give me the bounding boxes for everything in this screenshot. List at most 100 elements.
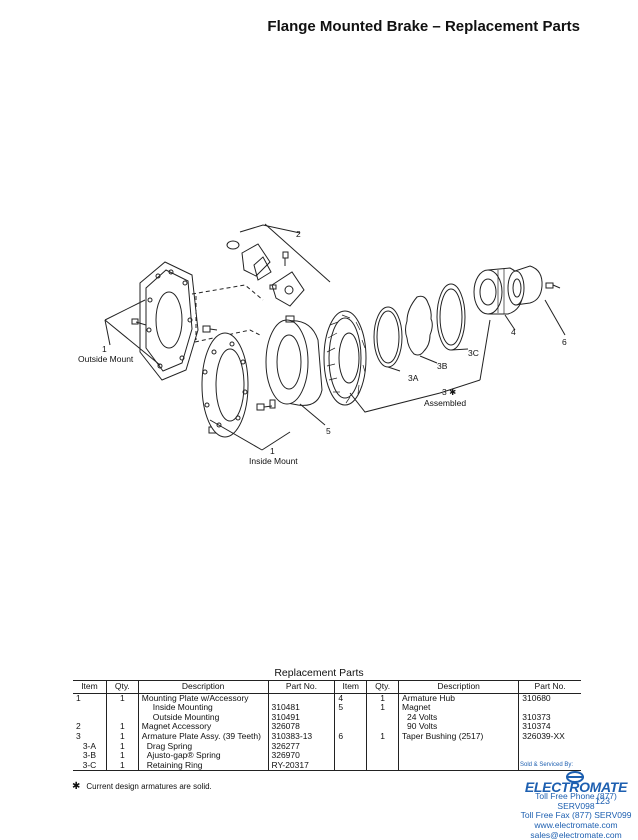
footnote-text: Current design armatures are solid.: [86, 782, 212, 791]
callout-6: 6: [562, 337, 567, 347]
cell-qty: 1: [105, 731, 139, 742]
cell-part: RY-20317: [267, 760, 335, 772]
fax-text: Toll Free Fax (877) SERV099: [520, 810, 632, 821]
cell-item: 3: [76, 730, 81, 741]
cell-part: 326039-XX: [518, 731, 581, 742]
cell-part: 310373: [518, 712, 581, 723]
cell-desc: Inside Mounting: [137, 703, 268, 713]
cell-part: 310491: [267, 712, 335, 723]
cell-desc: Taper Bushing (2517): [398, 731, 519, 742]
callout-1-outside-label: Outside Mount: [78, 354, 134, 364]
callout-3a: 3A: [408, 373, 419, 383]
callout-1-inside-num: 1: [270, 446, 275, 456]
cell-item: [334, 760, 367, 772]
header-qty: Qty.: [105, 680, 139, 694]
cell-desc: 24 Volts: [398, 712, 519, 723]
header-part-no-2: Part No.: [518, 680, 581, 694]
cell-part: 310680: [518, 693, 581, 704]
callout-4: 4: [511, 327, 516, 337]
cell-qty: [366, 760, 399, 772]
header-item: Item: [73, 680, 107, 694]
callout-3c: 3C: [468, 348, 479, 358]
footnote-asterisk-icon: ✱: [72, 781, 81, 792]
cell-item: [334, 712, 367, 723]
cell-desc: Magnet: [398, 703, 519, 713]
cell-desc: Magnet Accessory: [137, 722, 268, 732]
cell-qty: 1: [105, 741, 139, 752]
cell-part: [518, 741, 581, 752]
cell-qty: 1: [105, 751, 139, 761]
cell-item: 4: [334, 693, 367, 704]
electromate-swoosh-icon: [566, 770, 584, 783]
electromate-logo: ELECTROMATE: [520, 770, 632, 795]
cell-qty: 1: [366, 703, 399, 713]
cell-part: [518, 703, 581, 713]
cell-part: [267, 693, 335, 704]
parts-table-title: Replacement Parts: [274, 667, 364, 679]
cell-part: 326277: [267, 741, 335, 752]
cell-part: 310374: [518, 722, 581, 732]
replacement-parts-table: Item Qty. Description Part No. Item Qty.…: [73, 680, 581, 772]
cell-item: [334, 722, 367, 732]
page-title: Flange Mounted Brake – Replacement Parts: [267, 18, 580, 35]
taper-bushing: [507, 265, 561, 306]
cell-item: 6: [334, 731, 367, 742]
cell-qty: 1: [366, 731, 399, 742]
magnet-accessory: [226, 240, 305, 307]
table-row: 3-A 1 Drag Spring 326277: [73, 741, 581, 752]
cell-qty: [366, 712, 399, 723]
distributor-contact-block: Sold & Serviced By: ELECTROMATE Toll Fre…: [520, 761, 632, 840]
cell-qty: [366, 741, 399, 752]
header-description-2: Description: [398, 680, 519, 694]
header-item-2: Item: [334, 680, 367, 694]
cell-qty: 1: [105, 760, 139, 772]
table-row: 3-B 1 Ajusto-gap® Spring 326970: [73, 751, 581, 761]
cell-desc: Outside Mounting: [137, 712, 268, 723]
sold-by-label: Sold & Serviced By:: [520, 762, 574, 768]
cell-item: 5: [334, 703, 367, 713]
table-row: 3 1 Armature Plate Assy. (39 Teeth) 3103…: [73, 730, 581, 742]
cell-part: 310383-13: [267, 731, 335, 742]
header-part-no: Part No.: [267, 680, 335, 694]
cell-item: 1: [76, 692, 81, 703]
cell-part: 326078: [267, 722, 335, 732]
website-link[interactable]: www.electromate.com: [534, 819, 618, 830]
table-row: 1 1 Mounting Plate w/Accessory 4 1 Armat…: [73, 692, 581, 704]
header-qty-2: Qty.: [366, 680, 399, 694]
cell-item: [73, 703, 106, 713]
cell-qty: [105, 703, 139, 713]
cell-desc: [398, 741, 519, 752]
cell-desc: 90 Volts: [398, 722, 519, 732]
footnote: ✱ Current design armatures are solid.: [72, 781, 212, 792]
phone-text: Toll Free Phone (877) SERV098: [535, 791, 617, 811]
cell-part: [518, 760, 581, 772]
cell-item: 3-B: [82, 750, 97, 761]
cell-qty: 1: [366, 693, 399, 704]
callout-3-num: 3 ✱: [442, 387, 457, 397]
cell-desc: Armature Hub: [398, 693, 519, 704]
cell-qty: 1: [105, 722, 139, 732]
cell-item: 2: [76, 721, 81, 732]
cell-qty: [105, 712, 139, 723]
inside-mount-plate: [201, 332, 249, 438]
cell-desc: [398, 751, 519, 761]
cell-qty: [366, 751, 399, 761]
table-header-row: Item Qty. Description Part No. Item Qty.…: [73, 680, 581, 694]
cell-part: 326970: [267, 751, 335, 761]
callout-5: 5: [326, 426, 331, 436]
brand-name: ELECTROMATE: [524, 778, 628, 795]
email-link[interactable]: sales@electromate.com: [530, 829, 622, 840]
cell-item: [334, 741, 367, 752]
cell-part: 310481: [267, 703, 335, 713]
header-description: Description: [137, 680, 268, 694]
magnet: [265, 315, 323, 406]
table-row: Outside Mounting 310491 24 Volts 310373: [73, 712, 581, 723]
cell-item: 3-C: [73, 760, 107, 772]
cell-desc: Armature Plate Assy. (39 Teeth): [137, 731, 268, 742]
callout-3-label: Assembled: [424, 398, 467, 408]
table-row: 2 1 Magnet Accessory 326078 90 Volts 310…: [73, 722, 581, 732]
cell-item: [334, 751, 367, 761]
cell-qty: [366, 722, 399, 732]
cell-qty: 1: [105, 693, 139, 704]
